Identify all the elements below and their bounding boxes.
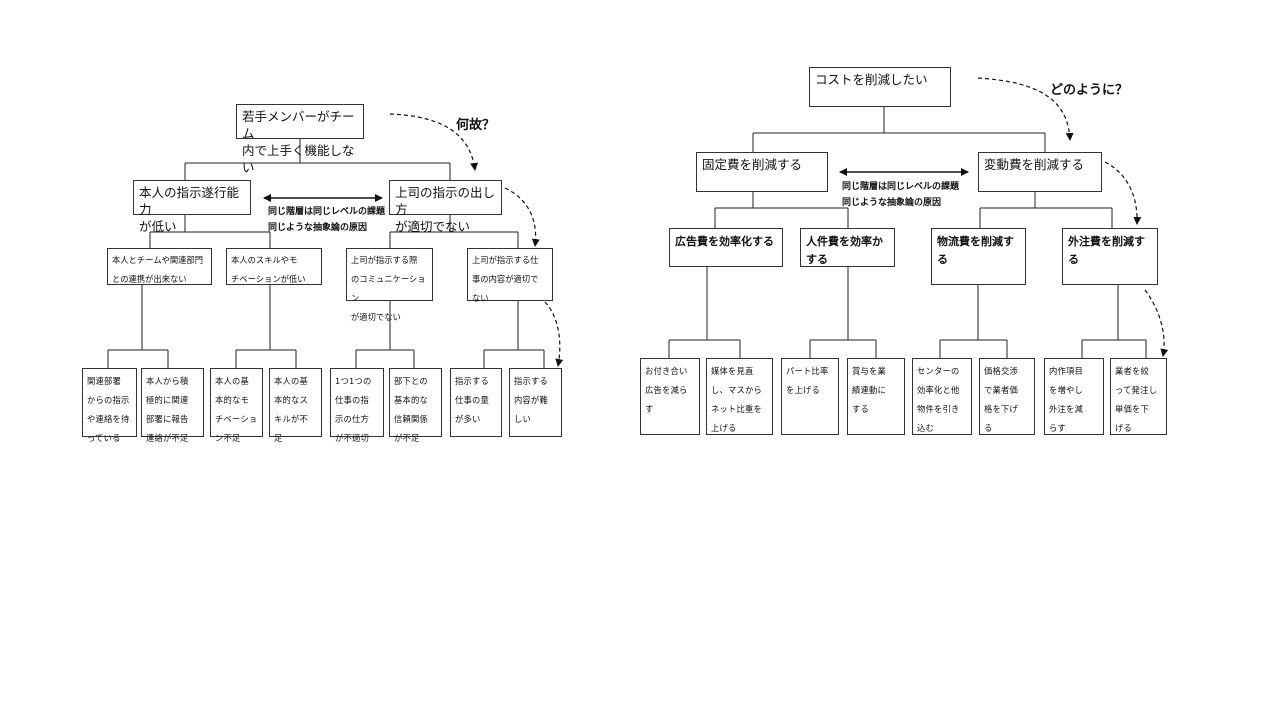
right-leaf-8: 業者を絞 って発注し 単価を下 げる <box>1110 358 1167 435</box>
right-l2-text-2: 人件費を効率か する <box>806 235 883 266</box>
left-leaf-8: 指示する 内容が難 しい <box>509 368 562 437</box>
right-leaf-text-1: お付き合い 広告を減ら す <box>645 366 688 414</box>
right-l2-node-2: 人件費を効率か する <box>800 228 895 267</box>
right-leaf-text-2: 媒体を見直 し、マスから ネット比重を 上げる <box>711 366 762 433</box>
left-root-text: 若手メンバーがチーム 内で上手く機能しない <box>242 109 355 175</box>
right-leaf-4: 賞与を業 績連動に する <box>847 358 905 435</box>
left-l1a-connector <box>149 214 271 248</box>
left-l1-text-2: 上司の指示の出し方 が適切でない <box>395 185 496 234</box>
right-leaf-text-8: 業者を絞 って発注し 単価を下 げる <box>1115 366 1158 433</box>
right-leaf-1: お付き合い 広告を減ら す <box>640 358 700 435</box>
left-leaf-text-5: 1つ1つの 仕事の指 示の仕方 が不適切 <box>335 376 372 443</box>
left-leaf-text-1: 関連部署 からの指示 や連絡を待 っている <box>87 376 130 443</box>
right-l2-node-3: 物流費を削減す る <box>931 228 1026 285</box>
left-l1-text-1: 本人の指示遂行能力 が低い <box>139 185 240 234</box>
left-l2-3-connector <box>355 300 415 368</box>
left-leaf-text-4: 本人の基 本的なス キルが不 足 <box>274 376 308 443</box>
right-l2-text-4: 外注費を削減す る <box>1068 235 1145 266</box>
right-l2-node-4: 外注費を削減す る <box>1062 228 1158 285</box>
right-l2-dashed-arrow <box>1144 289 1169 357</box>
left-l2-2-connector <box>235 284 297 368</box>
left-l2-text-1: 本人とチームや関連部門 との連携が出来ない <box>112 255 204 284</box>
right-root-connector <box>752 106 1046 152</box>
left-question-label: 何故？ <box>456 118 496 133</box>
left-l2-1-connector <box>107 284 169 368</box>
right-how-dashed-arrow <box>977 77 1074 141</box>
right-level-note: 同じ階層は同じレベルの課題 同じような抽象論の原因 <box>842 182 960 208</box>
left-leaf-5: 1つ1つの 仕事の指 示の仕方 が不適切 <box>330 368 384 443</box>
right-l2-1-connector <box>668 266 741 358</box>
right-l2-text-1: 広告費を効率化する <box>675 235 774 248</box>
left-leaf-7: 指示する 仕事の量 が多い <box>450 368 502 437</box>
left-l1-dashed-arrow <box>504 187 540 247</box>
right-l2-text-3: 物流費を削減す る <box>937 235 1014 266</box>
left-l2-text-2: 本人のスキルやモ チベーションが低い <box>231 255 306 284</box>
left-leaf-1: 関連部署 からの指示 や連絡を待 っている <box>82 368 137 443</box>
left-l2-text-4: 上司が指示する仕 事の内容が適切で ない <box>472 255 539 303</box>
left-leaf-text-3: 本人の基 本的なモ チベーショ ン不足 <box>215 376 258 443</box>
right-l1b-connector <box>979 192 1113 228</box>
right-l1-text-1: 固定費を削減する <box>702 157 803 172</box>
left-l2-node-1: 本人とチームや関連部門 との連携が出来ない <box>107 248 212 285</box>
left-why-dashed-arrow <box>389 113 479 171</box>
left-level-note: 同じ階層は同じレベルの課題 同じような抽象論の原因 <box>268 207 386 233</box>
right-l1-node-1: 固定費を削減する <box>696 152 828 192</box>
left-l2-dashed-arrow <box>544 301 564 367</box>
right-leaf-3: パート比率 を上げる <box>781 358 839 435</box>
left-l2-node-2: 本人のスキルやモ チベーションが低い <box>226 248 322 285</box>
right-l2-2-connector <box>809 266 877 358</box>
left-leaf-4: 本人の基 本的なス キルが不 足 <box>269 368 322 443</box>
left-l2-node-3: 上司が指示する際 のコミュニケーション が適切でない <box>346 248 433 322</box>
left-leaf-3: 本人の基 本的なモ チベーショ ン不足 <box>210 368 263 443</box>
right-l2-3-connector <box>939 284 1008 358</box>
right-l1-text-2: 変動費を削減する <box>984 157 1085 172</box>
left-l2-node-4: 上司が指示する仕 事の内容が適切で ない <box>467 248 553 303</box>
right-leaf-5: センターの 効率化と他 物件を引き 込む <box>912 358 972 435</box>
right-leaf-text-3: パート比率 を上げる <box>786 366 829 395</box>
left-leaf-text-7: 指示する 仕事の量 が多い <box>455 376 489 424</box>
left-l1-node-1: 本人の指示遂行能力 が低い <box>133 180 251 234</box>
right-leaf-7: 内作項目 を増やし 外注を減 らす <box>1044 358 1104 435</box>
right-l1a-connector <box>714 192 849 228</box>
left-l1b-connector <box>389 214 519 248</box>
right-leaf-text-6: 価格交渉 で業者価 格を下げ る <box>984 366 1018 433</box>
left-root-connector <box>184 138 451 180</box>
right-leaf-text-7: 内作項目 を増やし 外注を減 らす <box>1049 366 1083 433</box>
left-leaf-2: 本人から積 極的に関連 部署に報告 連絡が不足 <box>141 368 204 443</box>
left-l2-4-connector <box>483 300 545 368</box>
left-leaf-text-8: 指示する 内容が難 しい <box>514 376 548 424</box>
right-l1-node-2: 変動費を削減する <box>978 152 1102 192</box>
right-l2-4-connector <box>1081 284 1147 358</box>
left-leaf-text-2: 本人から積 極的に関連 部署に報告 連絡が不足 <box>146 376 189 443</box>
right-question-label: どのように？ <box>1050 83 1129 98</box>
left-l1-node-2: 上司の指示の出し方 が適切でない <box>389 180 502 234</box>
right-leaf-6: 価格交渉 で業者価 格を下げ る <box>979 358 1035 435</box>
left-root-node: 若手メンバーがチーム 内で上手く機能しない <box>236 104 364 175</box>
left-l2-text-3: 上司が指示する際 のコミュニケーション が適切でない <box>351 255 426 322</box>
right-leaf-text-4: 賞与を業 績連動に する <box>852 366 886 414</box>
right-l1-dashed-arrow <box>1104 161 1142 225</box>
left-leaf-6: 部下との 基本的な 信頼関係 が不足 <box>389 368 442 443</box>
left-leaf-text-6: 部下との 基本的な 信頼関係 が不足 <box>394 376 428 443</box>
right-root-text: コストを削減したい <box>815 72 928 87</box>
right-l2-node-1: 広告費を効率化する <box>669 228 783 267</box>
right-root-node: コストを削減したい <box>809 67 951 107</box>
right-leaf-text-5: センターの 効率化と他 物件を引き 込む <box>917 366 960 433</box>
right-leaf-2: 媒体を見直 し、マスから ネット比重を 上げる <box>706 358 773 435</box>
